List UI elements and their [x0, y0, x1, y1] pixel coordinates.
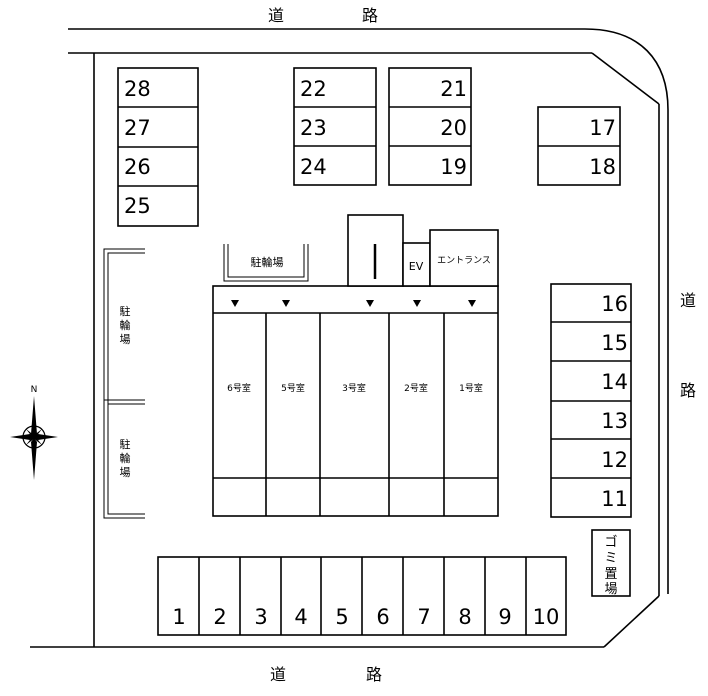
- parking-space-21: 21: [440, 77, 467, 101]
- parking-space-22: 22: [300, 77, 327, 101]
- door-marker-icon: [468, 300, 476, 307]
- parking-space-9: 9: [498, 605, 511, 629]
- garbage-area: ゴ ミ 置 場: [591, 529, 631, 597]
- garbage-label-2: ミ: [604, 551, 617, 566]
- door-marker-icon: [231, 300, 239, 307]
- room-5-label: 5号室: [281, 382, 305, 394]
- parking-space-23: 23: [300, 116, 327, 140]
- parking-space-13: 13: [601, 409, 628, 433]
- parking-space-25: 25: [124, 194, 151, 218]
- parking-space-19: 19: [440, 155, 467, 179]
- road-label-bottom-1: 道: [270, 665, 286, 684]
- bicycle-parking-top-label: 駐輪場: [251, 255, 284, 269]
- parking-column-mid-left: 22 23 24: [293, 67, 377, 186]
- parking-column-far-right: 17 18: [537, 106, 621, 186]
- bicycle-side-lower-3: 場: [120, 466, 131, 479]
- parking-space-26: 26: [124, 155, 151, 179]
- compass-north-label: N: [31, 385, 38, 395]
- room-3-label: 3号室: [342, 382, 366, 394]
- parking-space-27: 27: [124, 116, 151, 140]
- apartment-building: EV エントランス 6号室 5号室 3号室 2号室 1号室: [212, 214, 499, 517]
- parking-column-left: 28 27 26 25: [117, 67, 199, 227]
- parking-space-24: 24: [300, 155, 327, 179]
- parking-space-28: 28: [124, 77, 151, 101]
- parking-space-1: 1: [172, 605, 185, 629]
- parking-space-16: 16: [601, 292, 628, 316]
- door-marker-icon: [366, 300, 374, 307]
- parking-space-14: 14: [601, 370, 628, 394]
- door-marker-icon: [413, 300, 421, 307]
- road-label-bottom-2: 路: [366, 665, 382, 684]
- garbage-label-1: ゴ: [604, 534, 617, 550]
- parking-space-15: 15: [601, 331, 628, 355]
- bicycle-side-upper-3: 場: [120, 333, 131, 346]
- parking-space-5: 5: [335, 605, 348, 629]
- door-marker-icon: [282, 300, 290, 307]
- road-label-right-2: 路: [680, 381, 696, 400]
- parking-space-18: 18: [589, 155, 616, 179]
- parking-space-4: 4: [294, 605, 307, 629]
- parking-column-east: 16 15 14 13 12 11: [550, 283, 632, 518]
- parking-space-11: 11: [601, 487, 628, 511]
- road-label-top-1: 道: [268, 6, 284, 25]
- parking-space-6: 6: [376, 605, 389, 629]
- bicycle-parking-top: 駐輪場: [223, 244, 309, 282]
- parking-row-bottom: 1 2 3 4 5 6 7 8 9 10: [157, 556, 567, 636]
- garbage-label-3: 置: [604, 567, 617, 582]
- bicycle-side-lower-1: 駐: [120, 437, 131, 451]
- parking-space-7: 7: [417, 605, 430, 629]
- room-6-label: 6号室: [227, 382, 251, 394]
- elevator-label: EV: [409, 260, 424, 273]
- site-boundary: [30, 28, 669, 648]
- parking-column-mid-right: 21 20 19: [388, 67, 472, 186]
- parking-space-17: 17: [589, 116, 616, 140]
- bicycle-side-upper-2: 輪: [120, 318, 131, 332]
- garbage-label-4: 場: [604, 582, 617, 597]
- road-label-top-2: 路: [362, 6, 378, 25]
- bicycle-side-lower-2: 輪: [120, 451, 131, 465]
- entrance-label: エントランス: [437, 255, 491, 266]
- bicycle-parking-side: 駐 輪 場 駐 輪 場: [103, 248, 145, 519]
- room-1-label: 1号室: [459, 382, 483, 394]
- compass-rose-icon: N: [10, 385, 58, 480]
- bicycle-side-upper-1: 駐: [120, 304, 131, 318]
- parking-space-20: 20: [440, 116, 467, 140]
- parking-space-2: 2: [213, 605, 226, 629]
- parking-space-8: 8: [458, 605, 471, 629]
- parking-space-12: 12: [601, 448, 628, 472]
- road-label-right-1: 道: [680, 291, 696, 310]
- room-2-label: 2号室: [404, 382, 428, 394]
- parking-space-3: 3: [254, 605, 267, 629]
- parking-space-10: 10: [533, 605, 560, 629]
